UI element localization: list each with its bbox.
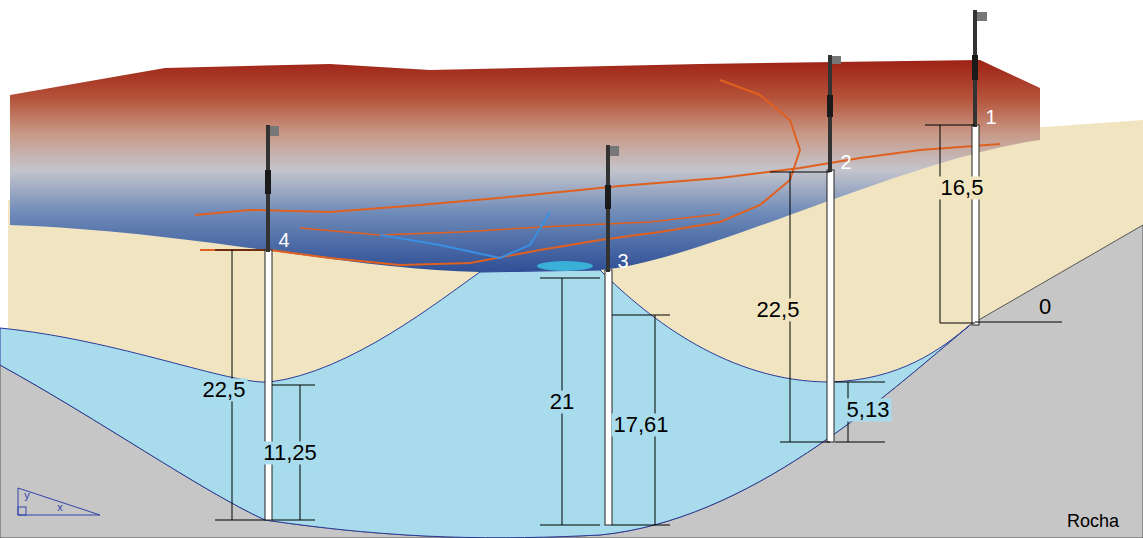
dimension-value: 21 — [548, 390, 576, 413]
dimension-value: 5,13 — [845, 398, 892, 421]
groundwater — [0, 270, 970, 538]
axis-label: x — [55, 502, 65, 514]
well-number: 3 — [615, 251, 630, 272]
axis-label: y — [22, 490, 32, 502]
dimension-value: 0 — [1037, 295, 1053, 318]
dimension-value: 16,5 — [939, 176, 986, 199]
well-number: 4 — [276, 230, 291, 251]
stream-line — [380, 212, 550, 258]
well-pole — [265, 10, 987, 272]
trail-line — [195, 144, 1000, 215]
dimension-value: 22,5 — [755, 298, 802, 321]
dimension-line — [215, 125, 1062, 525]
pond — [537, 261, 593, 271]
well-casing — [827, 170, 834, 442]
well-casing — [972, 125, 979, 325]
dimension-value: 11,25 — [261, 441, 318, 464]
well-number: 1 — [983, 107, 998, 128]
dimension-value: 22,5 — [201, 378, 248, 401]
layer-name: Rocha — [1065, 512, 1121, 531]
dimension-value: 17,61 — [611, 413, 670, 436]
trail-line — [300, 214, 720, 235]
terrain-surface — [10, 60, 1040, 272]
well-number: 2 — [838, 152, 853, 173]
axis-icon — [18, 488, 100, 515]
trail-line — [200, 80, 800, 265]
well-casing — [265, 250, 272, 520]
well-casing — [605, 270, 612, 525]
